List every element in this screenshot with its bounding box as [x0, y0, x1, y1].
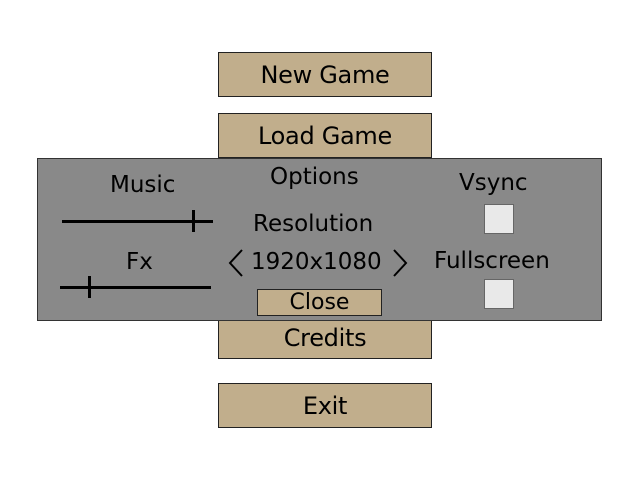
- music-slider[interactable]: [62, 210, 213, 232]
- fx-slider-knob[interactable]: [88, 276, 91, 298]
- new-game-button[interactable]: New Game: [218, 52, 432, 97]
- resolution-value: 1920x1080: [251, 249, 382, 275]
- options-panel: Options Music Fx Resolution 1920x1080 Vs…: [37, 158, 602, 321]
- exit-button[interactable]: Exit: [218, 383, 432, 428]
- vsync-checkbox[interactable]: [484, 204, 514, 234]
- fx-label: Fx: [126, 249, 153, 275]
- credits-button[interactable]: Credits: [218, 314, 432, 359]
- music-slider-knob[interactable]: [192, 210, 195, 232]
- vsync-label: Vsync: [459, 170, 528, 196]
- chevron-right-icon[interactable]: [391, 248, 409, 278]
- music-label: Music: [110, 172, 176, 198]
- resolution-label: Resolution: [253, 211, 374, 237]
- fullscreen-label: Fullscreen: [434, 248, 550, 274]
- load-game-button[interactable]: Load Game: [218, 113, 432, 158]
- fx-slider[interactable]: [60, 276, 211, 298]
- close-button[interactable]: Close: [257, 289, 382, 316]
- fullscreen-checkbox[interactable]: [484, 279, 514, 309]
- options-title: Options: [270, 164, 359, 190]
- chevron-left-icon[interactable]: [227, 248, 245, 278]
